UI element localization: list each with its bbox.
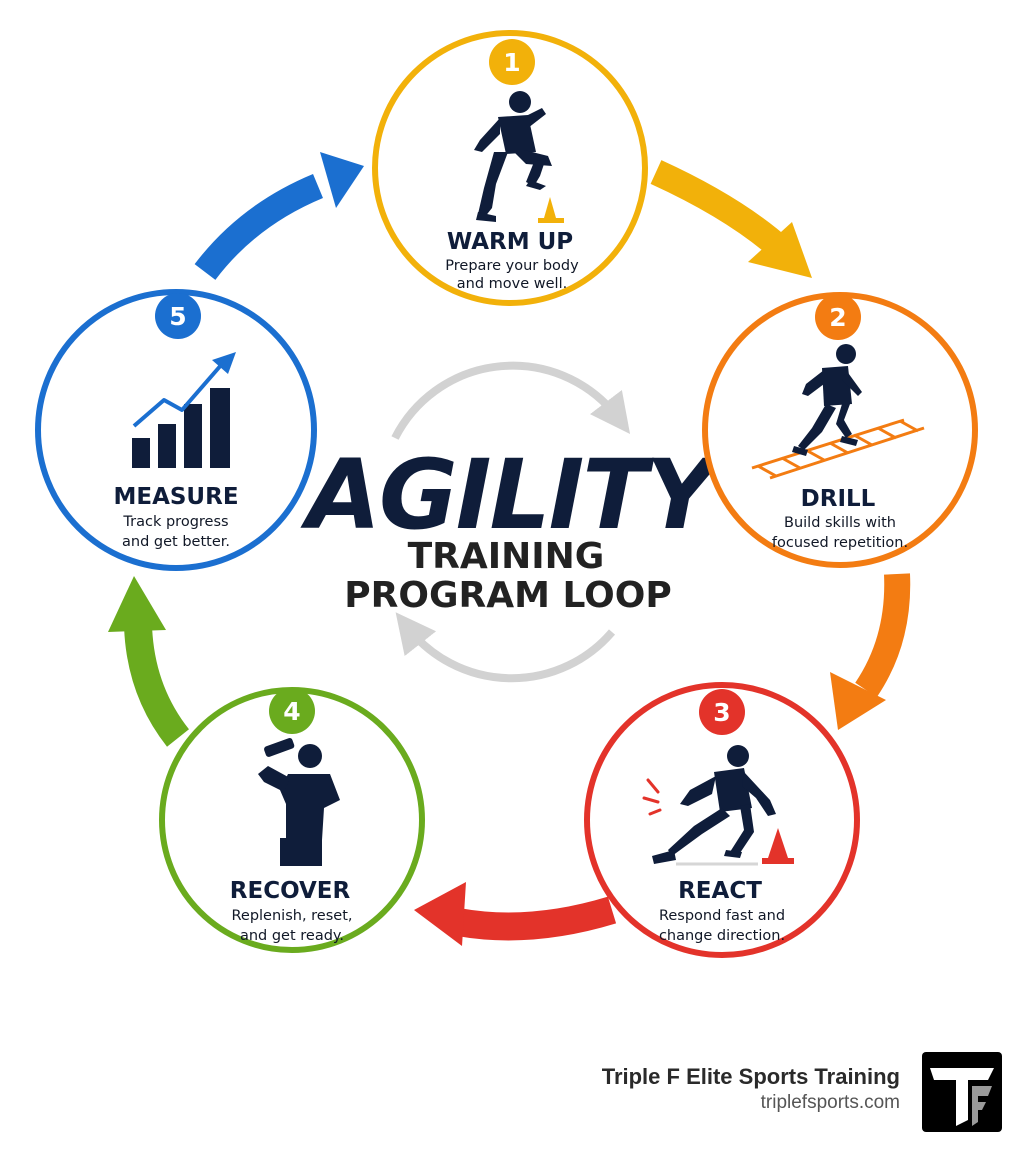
step-title: DRILL <box>801 486 876 512</box>
step-badge <box>155 293 201 339</box>
runner-high-knee-icon <box>474 91 552 222</box>
agility-ladder-icon <box>751 418 925 480</box>
step-desc-line1: Prepare your body <box>445 258 579 274</box>
step-desc-line1: Track progress <box>122 514 228 530</box>
drinking-athlete-icon <box>258 738 340 866</box>
step-drill: 2 DRILL Build skills with focused repeti… <box>702 292 978 568</box>
step-desc-line1: Replenish, reset, <box>231 908 352 924</box>
step-number: 1 <box>503 48 520 77</box>
growth-chart-icon <box>132 352 236 468</box>
arrow-1-to-2 <box>650 160 812 278</box>
step-number: 2 <box>829 303 846 332</box>
step-number: 3 <box>713 698 730 727</box>
step-react: 3 REACT Respond fast and change directio… <box>584 682 860 958</box>
step-title: WARM UP <box>447 229 573 255</box>
center-title-block: AGILITY TRAINING PROGRAM LOOP <box>300 439 726 616</box>
step-badge <box>269 688 315 734</box>
step-measure: 5 MEASURE Track progress and get better. <box>35 289 317 571</box>
step-warm-up: 1 WARM UP Prepare your body and move wel… <box>372 30 648 306</box>
center-cycle-arrows-icon <box>391 361 631 683</box>
step-desc-line1: Respond fast and <box>659 908 785 924</box>
arrow-2-to-3 <box>830 573 911 730</box>
brand-name: Triple F Elite Sports Training <box>601 1064 900 1089</box>
reaction-burst-icon <box>642 778 662 816</box>
step-ring <box>372 30 648 306</box>
center-subtitle-line2: PROGRAM LOOP <box>344 575 671 616</box>
step-badge <box>815 294 861 340</box>
step-desc-line2: and move well. <box>457 276 567 292</box>
step-badge <box>699 689 745 735</box>
step-desc-line2: change direction. <box>659 928 785 944</box>
runner-ladder-icon <box>792 344 862 456</box>
center-title: AGILITY <box>300 439 724 551</box>
step-desc-line2: focused repetition. <box>772 535 908 551</box>
tf-logo-icon <box>922 1052 1002 1132</box>
step-desc-line2: and get ready. <box>240 928 344 944</box>
footer-brand: Triple F Elite Sports Training triplefsp… <box>602 1064 900 1114</box>
step-title: RECOVER <box>230 878 351 904</box>
arrow-3-to-4 <box>414 882 617 946</box>
step-desc-line2: and get better. <box>122 534 230 550</box>
step-number: 5 <box>169 302 186 331</box>
cone-icon <box>762 828 794 864</box>
step-recover: 4 RECOVER Replenish, reset, and get read… <box>159 687 425 953</box>
center-subtitle-line1: TRAINING <box>408 536 605 577</box>
arrow-5-to-1 <box>194 152 364 280</box>
step-number: 4 <box>283 697 300 726</box>
step-title: REACT <box>678 878 762 904</box>
step-title: MEASURE <box>113 484 238 510</box>
step-badge <box>489 39 535 85</box>
cone-cut-icon <box>652 745 776 864</box>
cone-icon <box>538 197 564 223</box>
step-desc-line1: Build skills with <box>784 515 896 531</box>
arrow-4-to-5 <box>108 576 190 747</box>
brand-url[interactable]: triplefsports.com <box>760 1092 900 1113</box>
